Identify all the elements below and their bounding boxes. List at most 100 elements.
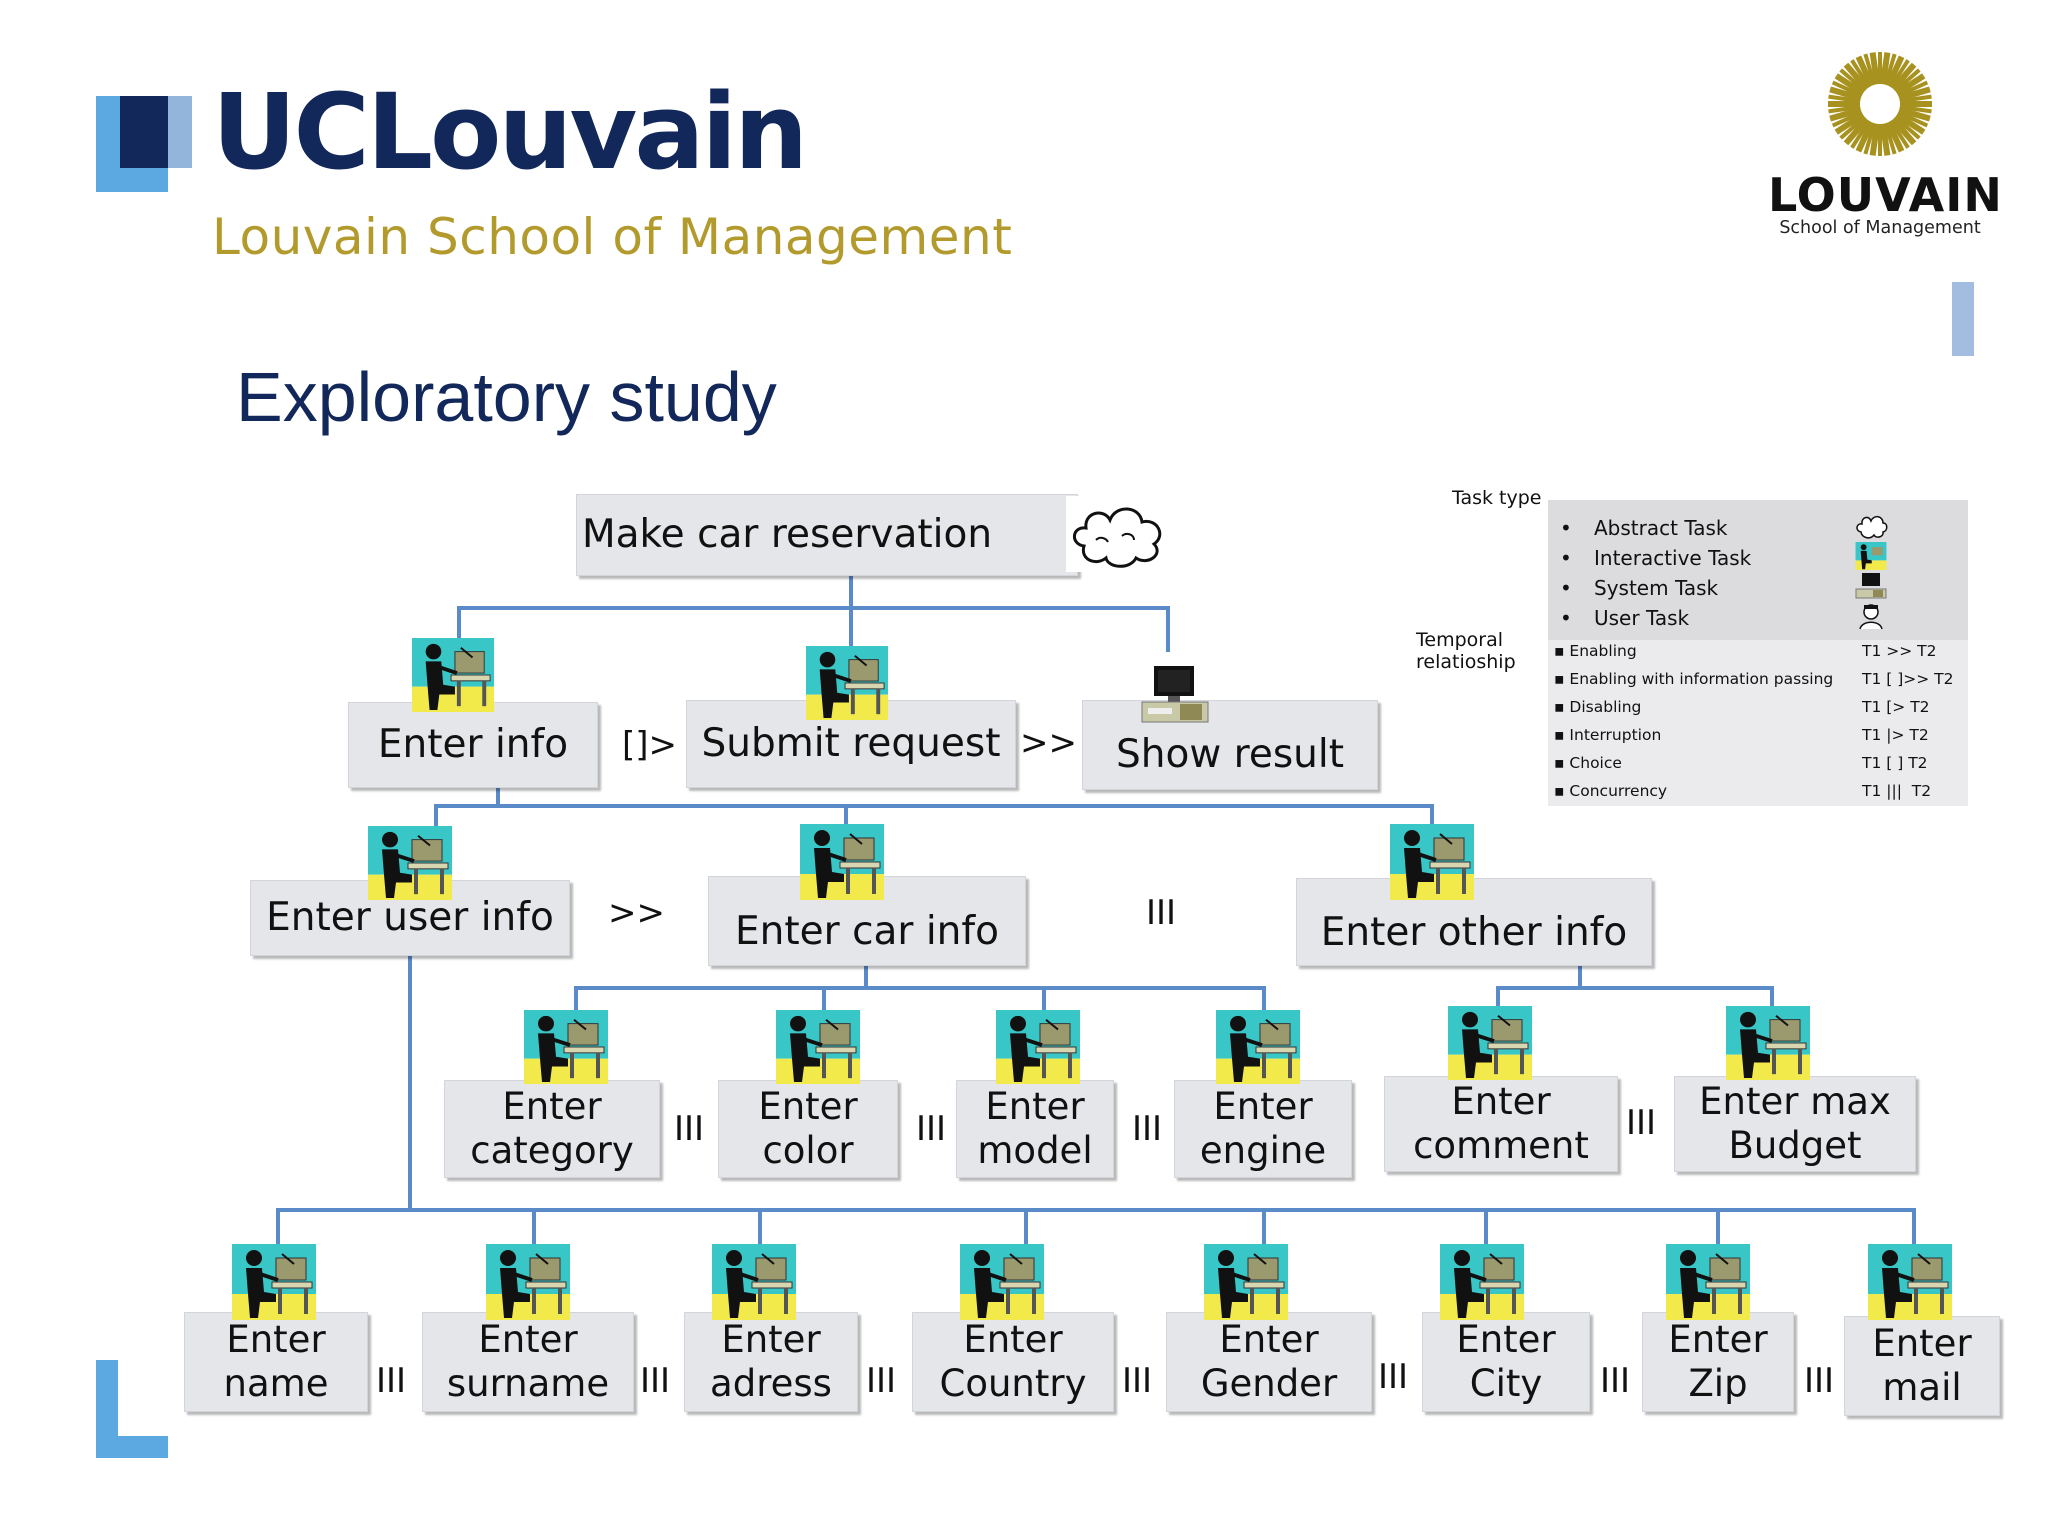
- task-label-line2: category: [470, 1129, 634, 1172]
- task-node-show-result: Show result: [1082, 700, 1378, 790]
- slide-title: Exploratory study: [236, 358, 777, 436]
- legend-task-type-label: System Task: [1594, 576, 1719, 600]
- task-label-line1: Enter: [502, 1084, 602, 1128]
- task-node-enter-info: Enter info: [348, 702, 598, 788]
- task-label-line2: color: [762, 1129, 854, 1172]
- operator-concurrency: III: [1146, 893, 1177, 933]
- task-label-line1: Enter: [721, 1317, 821, 1361]
- interactive-task-icon: [486, 1244, 570, 1320]
- sun-ray: [1899, 94, 1932, 104]
- louvain-logo-text: LOUVAIN: [1768, 168, 2003, 222]
- sun-ray: [1889, 119, 1910, 149]
- system-task-icon: [1140, 664, 1210, 726]
- computer-icon: [1854, 572, 1888, 604]
- task-label-line2: Country: [939, 1362, 1087, 1405]
- side-accent-bar: [1952, 282, 1974, 356]
- louvain-sun-logo: [1828, 52, 1932, 156]
- sun-ray: [1869, 52, 1881, 85]
- operator-concurrency: III: [1626, 1103, 1657, 1143]
- task-node-enter-comment: Enter comment: [1384, 1076, 1618, 1172]
- legend-bullet: •: [1560, 546, 1572, 570]
- sun-ray: [1885, 120, 1905, 153]
- sun-ray: [1893, 115, 1921, 140]
- task-node-root: Make car reservation: [576, 494, 1078, 576]
- legend-temporal-heading: Temporal relatioship: [1416, 629, 1516, 673]
- sun-ray: [1843, 117, 1870, 146]
- operator-enabling: >>: [608, 893, 665, 933]
- legend-task-type-label: Interactive Task: [1594, 546, 1752, 570]
- brand-wordmark: UCLouvain: [212, 71, 808, 193]
- legend-bullet: •: [1560, 606, 1572, 630]
- task-label-line1: Enter max: [1699, 1079, 1891, 1123]
- task-node-enter-country: Enter Country: [912, 1312, 1114, 1412]
- user-at-computer-icon: [1854, 542, 1888, 574]
- interactive-task-icon: [960, 1244, 1044, 1320]
- legend-task-types-box: [1548, 500, 1968, 640]
- operator-concurrency: III: [916, 1109, 947, 1149]
- sun-ray: [1855, 120, 1875, 153]
- legend-relation-notation: T1 |> T2: [1862, 726, 1929, 744]
- legend-relation-label: ▪ Choice: [1554, 754, 1622, 772]
- task-label-line2: Zip: [1688, 1362, 1748, 1405]
- task-label-line2: Gender: [1200, 1362, 1338, 1405]
- task-node-enter-engine: Enter engine: [1174, 1080, 1352, 1178]
- operator-concurrency: III: [1132, 1109, 1163, 1149]
- task-label-line2: City: [1469, 1362, 1543, 1405]
- task-label: Enter car info: [735, 908, 999, 954]
- task-node-enter-category: Enter category: [444, 1080, 660, 1178]
- sun-ray: [1895, 112, 1926, 135]
- legend-relation-label: ▪ Enabling with information passing: [1554, 670, 1834, 688]
- interactive-task-icon: [1868, 1244, 1952, 1320]
- sun-ray: [1834, 112, 1865, 135]
- legend-relation-notation: T1 [ ] T2: [1862, 754, 1928, 772]
- legend-task-type-heading: Task type: [1452, 487, 1542, 509]
- task-node-enter-user-info: Enter user info: [250, 880, 570, 956]
- interactive-task-icon: [232, 1244, 316, 1320]
- task-label: Enter other info: [1320, 909, 1628, 955]
- person-icon: [1854, 602, 1888, 634]
- legend-task-type-label: User Task: [1594, 606, 1690, 630]
- sun-ray: [1893, 68, 1921, 93]
- legend-relation-notation: T1 >> T2: [1862, 642, 1937, 660]
- legend-relation-label: ▪ Disabling: [1554, 698, 1642, 716]
- operator-concurrency: III: [866, 1361, 897, 1401]
- legend-bullet: •: [1560, 576, 1572, 600]
- sun-ray: [1863, 53, 1877, 86]
- sun-ray: [1890, 62, 1917, 91]
- task-label-line2: comment: [1413, 1124, 1589, 1167]
- task-label-line2: mail: [1882, 1366, 1962, 1409]
- task-node-enter-city: Enter City: [1422, 1312, 1590, 1412]
- abstract-task-icon: [1066, 496, 1170, 572]
- task-label-line1: Enter: [1219, 1317, 1319, 1361]
- task-node-enter-color: Enter color: [718, 1080, 898, 1178]
- sun-ray: [1829, 106, 1862, 122]
- sun-ray: [1839, 68, 1867, 93]
- sun-ray: [1829, 86, 1862, 102]
- legend-relation-notation: T1 ||| T2: [1862, 782, 1932, 800]
- interactive-task-icon: [1726, 1006, 1810, 1080]
- operator-concurrency: III: [1804, 1361, 1835, 1401]
- task-label-line2: adress: [710, 1362, 832, 1405]
- connector-lines: [276, 574, 1916, 1250]
- task-label-line1: Enter: [1451, 1079, 1551, 1123]
- interactive-task-icon: [712, 1244, 796, 1320]
- operator-concurrency: III: [1122, 1361, 1153, 1401]
- task-label: Show result: [1116, 731, 1344, 777]
- operator-enabling: >>: [1020, 723, 1077, 763]
- task-node-enter-gender: Enter Gender: [1166, 1312, 1372, 1412]
- sun-ray: [1831, 110, 1863, 128]
- sun-ray: [1889, 59, 1910, 89]
- sun-ray: [1863, 122, 1877, 155]
- operator-concurrency: III: [674, 1109, 705, 1149]
- task-node-enter-zip: Enter Zip: [1642, 1312, 1794, 1412]
- task-node-enter-surname: Enter surname: [422, 1312, 634, 1412]
- sun-ray: [1899, 104, 1932, 114]
- task-label-line1: Enter: [226, 1317, 326, 1361]
- interactive-task-icon: [1440, 1244, 1524, 1320]
- task-node-enter-model: Enter model: [956, 1080, 1114, 1178]
- task-label-line1: Enter: [1668, 1317, 1768, 1361]
- interactive-task-icon: [1666, 1244, 1750, 1320]
- legend-relation-notation: T1 [> T2: [1862, 698, 1930, 716]
- task-node-enter-mail: Enter mail: [1844, 1316, 2000, 1416]
